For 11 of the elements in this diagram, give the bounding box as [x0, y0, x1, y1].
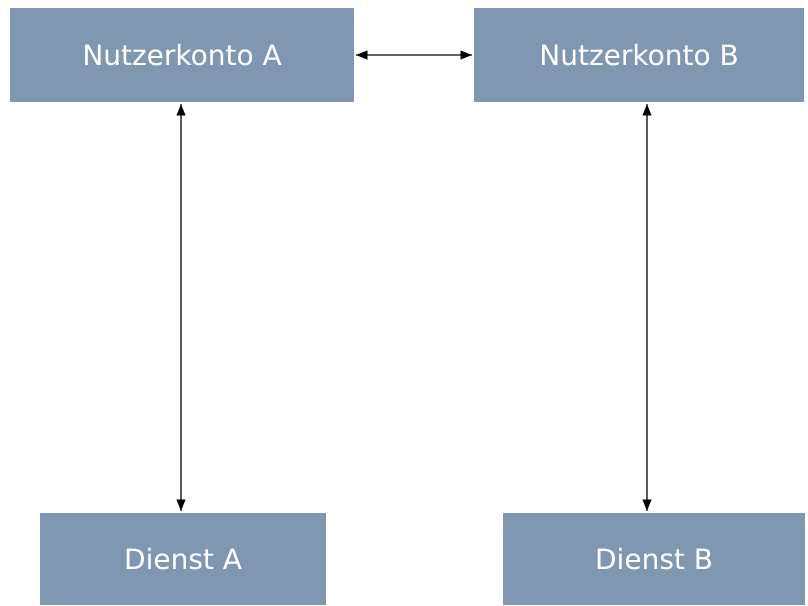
account-box [474, 8, 804, 102]
double-arrow [176, 104, 186, 511]
box-label: Nutzerkonto B [539, 38, 739, 72]
account-box [40, 513, 326, 605]
account-box [10, 8, 354, 102]
account-box [503, 513, 805, 605]
box-label: Nutzerkonto A [82, 38, 282, 72]
box-label: Dienst A [124, 542, 242, 576]
double-arrow [642, 104, 652, 511]
double-arrow [356, 50, 472, 60]
box-label: Dienst B [595, 542, 713, 576]
